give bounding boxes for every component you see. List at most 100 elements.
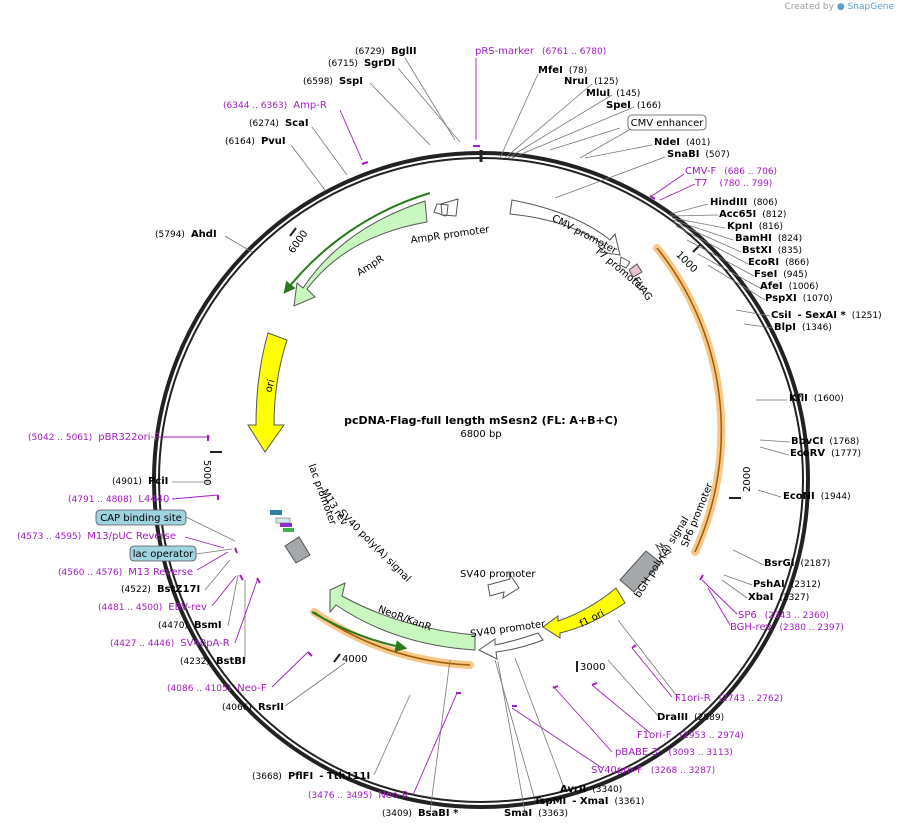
box-lac-operator: lac operator [129,545,197,562]
enzyme-bbvci: BbvCI(1768) [791,436,859,447]
primer-amp-r: (6344 .. 6363)Amp-R [223,100,327,111]
enzyme-acc65i: Acc65I(812) [719,209,786,220]
box-lac-operator-label: lac operator [133,549,194,560]
enzyme-tspmi-xmai: TspMI- XmaI(3361) [534,796,644,807]
enzyme-sspi: (6598)SspI [303,76,363,87]
enzyme-bstxi: BstXI(835) [742,245,802,256]
enzyme-bsmi: (4470)BsmI [158,620,222,631]
primer-m13-puc-reverse: (4573 .. 4595)M13/pUC Reverse [17,531,176,542]
enzyme-bglii: (6729)BglII [355,46,417,57]
t7-promoter-feature [619,256,631,269]
enzyme-econi: EcoNI(1944) [783,491,851,502]
enzyme-hindiii: HindIII(806) [710,197,777,208]
primer-m13-reverse: (4560 .. 4576)M13 Reverse [58,567,193,578]
credit-brand: SnapGene [847,2,894,12]
enzyme-afei: AfeI(1006) [760,281,819,292]
primer-pbabe-3: pBABE 3'(3093 .. 3113) [615,747,733,758]
lacop-line [195,548,233,555]
primer-t7: T7(780 .. 799) [694,178,772,189]
enzyme-snabi: SnaBI(507) [667,149,730,160]
enzyme-bsabi: (3409)BsaBI * [382,808,459,819]
cmv-promoter-feature [509,199,621,256]
label-sv40-polya: SV40 poly(A) signal [336,508,413,585]
enzyme-kfli: KflI(1600) [789,393,844,404]
enzyme-ndei: NdeI(401) [654,137,710,148]
enzyme-pshai: PshAI(2312) [753,579,821,590]
enzyme-ahdi: (5794)AhdI [155,229,217,240]
tick-5000: 5000 [201,460,212,485]
primer-f1ori-f: F1ori-F(2953 .. 2974) [637,730,744,741]
position-ticks: 1000 2000 3000 4000 5000 6000 [201,227,753,673]
ampr-feature [293,200,428,307]
box-cap-label: CAP binding site [100,513,182,524]
enzyme-sgrdi: (6715)SgrDI [328,58,395,69]
m13-rev-feature [280,523,292,527]
cmv-enhancer-line [549,127,621,151]
primer-ebv-rev: (4481 .. 4500)EBV-rev [98,602,207,613]
neor-green-arc [311,611,408,653]
enzyme-labels: (6729)BglII (6715)SgrDI (6598)SspI (6274… [112,46,882,819]
enzyme-mlui: MluI(145) [586,88,640,99]
primer-site-marks [207,145,704,707]
enzyme-blpi: BlpI(1346) [774,322,832,333]
arc-orange-right-line [656,247,723,553]
enzyme-pvui: (6164)PvuI [225,136,286,147]
enzyme-avrii: AvrII(3340) [560,784,622,795]
enzyme-scai: (6274)ScaI [249,118,309,129]
enzyme-rsrii: (4066)RsrII [222,702,284,713]
enzyme-pflfi-tth111i: (3668)PflFI- Tth111I [252,771,370,782]
enzyme-xbai: XbaI(2327) [748,592,809,603]
backbone-inner [158,157,804,803]
snapgene-credit: Created by ● SnapGene [784,2,894,12]
f1ori-feature [542,587,626,639]
credit-prefix: Created by [784,2,834,12]
snapgene-logo-icon: ● [836,2,845,12]
bgh-polya-feature [619,550,662,593]
enzyme-smai: SmaI(3363) [504,808,568,819]
enzyme-bsrgi: BsrGI(2187) [764,558,830,569]
enzyme-ecori: EcoRI(866) [748,257,809,268]
label-ampr: AmpR [355,254,386,279]
enzyme-fsei: FseI(945) [754,269,808,280]
label-ampr-promoter: AmpR promoter [410,224,491,246]
primer-bgh-rev: BGH-rev(2380 .. 2397) [730,622,844,633]
sv40-polya-feature [284,536,311,564]
primer-pbr322ori-f: (5042 .. 5061)pBR322ori-F [28,432,160,443]
primer-cmv-f: CMV-F(686 .. 706) [685,166,777,177]
tick-4000: 4000 [342,654,367,665]
sp6-promoter-feature [654,542,672,559]
cap-line [185,516,236,542]
primer-neo-f: (4086 .. 4105)Neo-F [167,683,267,694]
enzyme-spei: SpeI(166) [606,100,661,111]
enzyme-bamhi: BamHI(824) [735,233,802,244]
lac-promoter-feature [283,528,294,532]
lac-operator-feature [275,517,291,524]
enzyme-mfei: MfeI(78) [538,65,587,76]
box-cap-binding-site: CAP binding site [95,509,187,526]
enzyme-pspxi: PspXI(1070) [765,293,833,304]
primer-labels: pRS-marker(6761 .. 6780) (6344 .. 6363)A… [17,46,844,801]
enzyme-bstz17i: (4522)BstZ17I [121,584,200,595]
enzyme-csii-sexai: CsiI- SexAI *(1251) [771,310,882,321]
primer-neo-r: (3476 .. 3495)Neo-R [308,790,409,801]
primer-sv40pro-f: SV40pro-F(3268 .. 3287) [591,765,715,776]
cap-site-feature [270,510,282,515]
enzyme-pcii: (4901)PciI [112,476,168,487]
enzyme-draiii: DraIII(2889) [657,712,724,723]
primer-prs-marker: pRS-marker(6761 .. 6780) [475,46,606,57]
enzyme-kpni: KpnI(816) [727,221,783,232]
plasmid-size: 6800 bp [460,429,501,440]
sv40-promoter-feature-2 [478,632,544,660]
enzyme-ecorv: EcoRV(1777) [790,448,861,459]
connector-lines [172,57,791,813]
label-cmv-promoter: CMV promoter [550,213,620,257]
backbone-outer [152,151,810,809]
primer-sp6: SP6(2343 .. 2360) [738,610,829,621]
ampr-green-arc [283,192,431,294]
label-flag: FLAG [630,275,654,303]
primer-connector-lines [158,58,738,796]
plasmid-name: pcDNA-Flag-full length mSesn2 (FL: A+B+C… [344,414,618,427]
primer-f1ori-r: F1ori-R(2743 .. 2762) [675,693,783,704]
sv40-promoter-feature-1 [487,572,520,600]
